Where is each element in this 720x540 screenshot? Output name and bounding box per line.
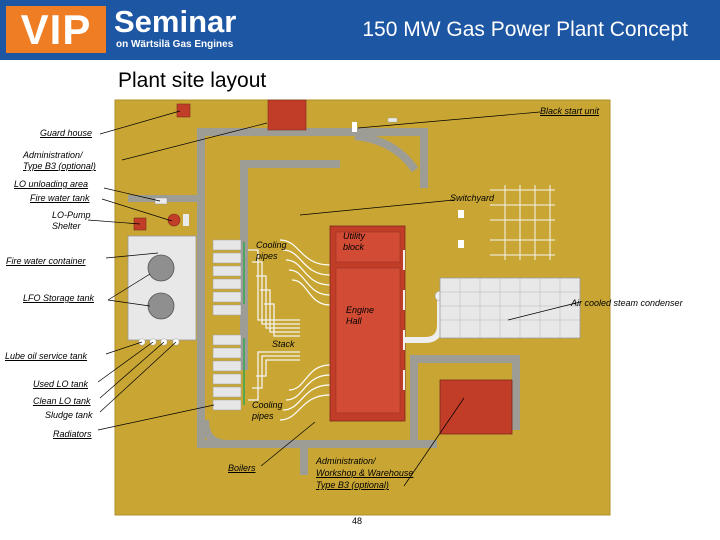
guard-house — [176, 103, 191, 118]
label-fire-water-tank: Fire water tank — [30, 193, 90, 203]
lfo-storage-tank-2 — [147, 292, 175, 320]
label-used-lo-tank: Used LO tank — [33, 379, 89, 389]
vip-logo: VIP — [6, 6, 106, 53]
label-stack: Stack — [272, 339, 295, 349]
label-cooling-pipes-top-2: pipes — [256, 251, 278, 261]
air-cooled-condenser — [439, 277, 581, 339]
label-sludge-tank: Sludge tank — [45, 410, 93, 420]
label-utility-2: block — [343, 242, 365, 252]
label-engine-hall-2: Hall — [346, 316, 362, 326]
label-guard-house: Guard house — [40, 128, 93, 138]
label-radiators: Radiators — [53, 429, 92, 439]
label-lo-pump-1: LO-Pump — [52, 210, 91, 220]
label-lo-unloading-area: LO unloading area — [14, 179, 89, 189]
label-lo-pump-2: Shelter — [52, 221, 81, 231]
label-black-start-unit: Black start unit — [540, 106, 600, 116]
lfo-tank-bund — [127, 235, 197, 341]
label-utility-1: Utility — [343, 231, 365, 241]
label-admin-workshop-3: Type B3 (optional) — [316, 480, 389, 490]
label-cooling-pipes-bottom-2: pipes — [252, 411, 274, 421]
label-administration-1: Administration/ — [23, 150, 83, 160]
label-cooling-pipes-bottom-1: Cooling — [252, 400, 283, 410]
label-fire-water-container: Fire water container — [6, 256, 86, 266]
label-air-cooled-steam-condenser: Air cooled steam condenser — [571, 298, 683, 308]
header-title: 150 MW Gas Power Plant Concept — [362, 18, 688, 41]
label-admin-workshop-1: Administration/ — [316, 456, 376, 466]
seminar-logo-subtitle: on Wärtsilä Gas Engines — [116, 39, 234, 50]
label-cooling-pipes-top-1: Cooling — [256, 240, 287, 250]
label-boilers: Boilers — [228, 463, 256, 473]
section-title: Plant site layout — [118, 69, 267, 92]
leader-lines — [87, 110, 581, 487]
page-number: 48 — [352, 516, 363, 526]
label-admin-workshop-2: Workshop & Warehouse — [316, 468, 414, 478]
radiator-banks — [212, 239, 242, 411]
administration-workshop-building — [439, 379, 513, 435]
black-start-unit — [352, 122, 357, 132]
cooling-pipes — [248, 249, 300, 401]
label-administration-2: Type B3 (optional) — [23, 161, 96, 171]
label-engine-hall-1: Engine — [346, 305, 375, 315]
label-switchyard: Switchyard — [450, 193, 495, 203]
label-lfo-storage-tank: LFO Storage tank — [23, 293, 95, 303]
label-clean-lo-tank: Clean LO tank — [33, 396, 91, 406]
lfo-storage-tank-1 — [147, 254, 175, 282]
administration-building — [267, 99, 307, 131]
header-bar: VIP Seminar on Wärtsilä Gas Engines 150 … — [0, 0, 720, 60]
seminar-logo-title: Seminar — [114, 4, 237, 39]
label-lube-oil-service-tank: Lube oil service tank — [5, 351, 88, 361]
switchyard — [490, 185, 555, 260]
